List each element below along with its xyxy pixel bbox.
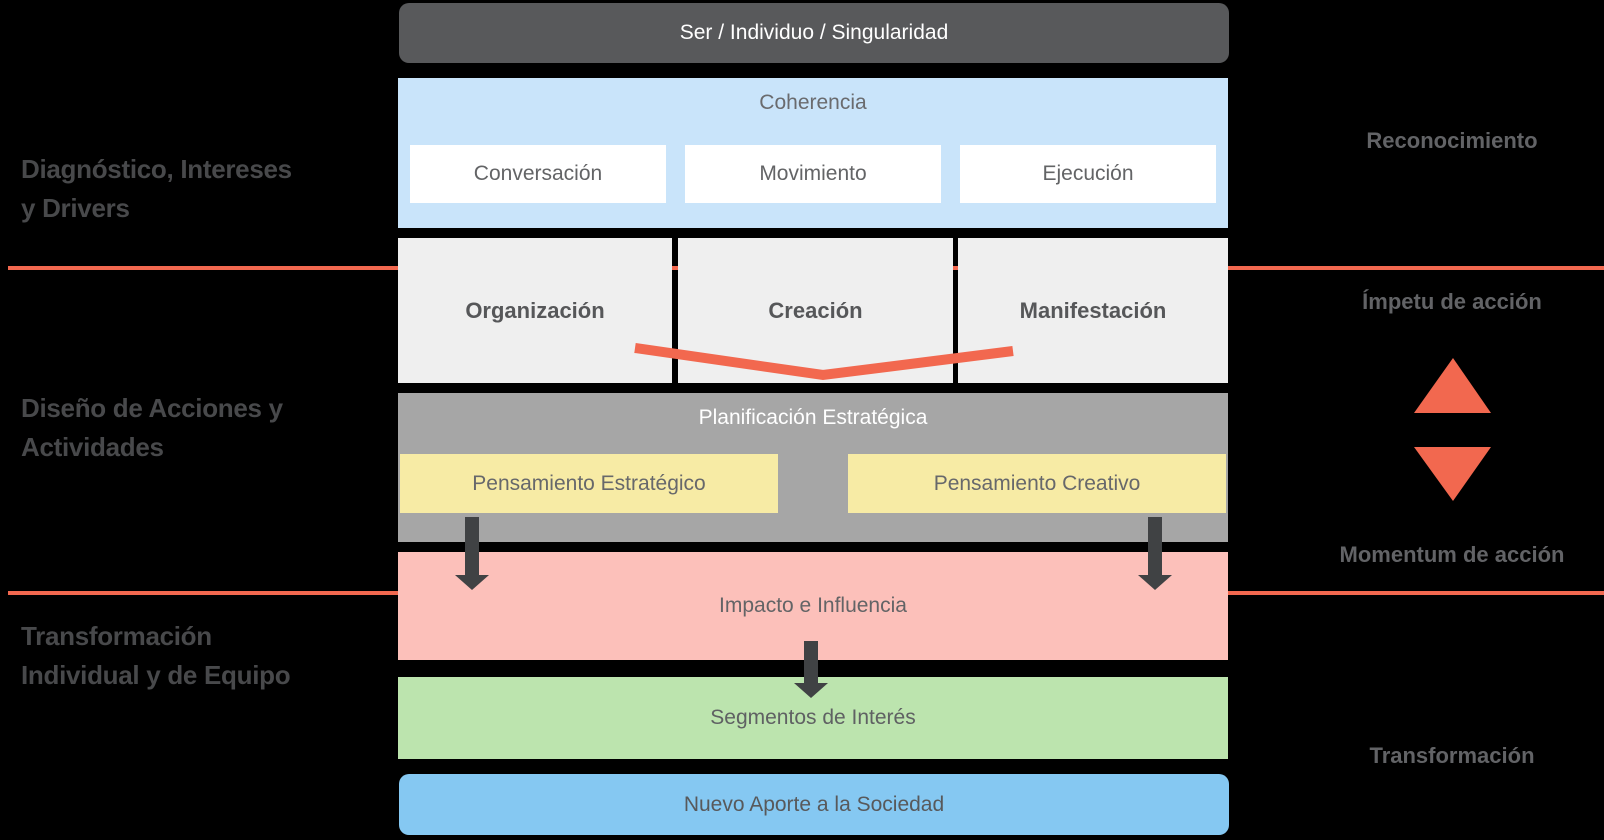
- phase-label-momentum: Momentum de acción: [1339, 542, 1565, 567]
- stage-segmentos-label: Segmentos de Interés: [710, 706, 916, 729]
- section-label-transformacion-equipo: Transformación Individual y de Equipo: [21, 617, 291, 695]
- coherencia-item-conversacion: Conversación: [410, 145, 666, 203]
- up-triangle-icon: [1414, 358, 1491, 413]
- section-label-line: Transformación: [21, 621, 212, 651]
- stage-coherencia-label: Coherencia: [759, 91, 867, 114]
- stage-impacto: Impacto e Influencia: [398, 552, 1228, 660]
- coherencia-item-ejecucion: Ejecución: [960, 145, 1216, 203]
- pillar-creacion: Creación: [678, 238, 953, 383]
- pillar-organizacion: Organización: [398, 238, 672, 383]
- coherencia-item-movimiento: Movimiento: [685, 145, 941, 203]
- pillar-manifestacion: Manifestación: [958, 238, 1228, 383]
- section-label-line: Actividades: [21, 432, 164, 462]
- down-triangle-icon: [1414, 447, 1491, 501]
- stage-ser-individuo: Ser / Individuo / Singularidad: [399, 3, 1229, 63]
- stage-ser-label: Ser / Individuo / Singularidad: [679, 21, 949, 44]
- phase-label-impetu: Ímpetu de acción: [1362, 289, 1542, 314]
- section-label-line: y Drivers: [21, 193, 130, 223]
- planificacion-item-pensamiento-creativo: Pensamiento Creativo: [848, 454, 1226, 513]
- stage-segmentos: Segmentos de Interés: [398, 677, 1228, 759]
- section-label-diagnostico: Diagnóstico, Intereses y Drivers: [21, 150, 292, 228]
- phase-label-transformacion: Transformación: [1369, 743, 1535, 768]
- stage-aporte: Nuevo Aporte a la Sociedad: [399, 774, 1229, 835]
- section-label-line: Diagnóstico, Intereses: [21, 154, 292, 184]
- section-label-line: Diseño de Acciones y: [21, 393, 283, 423]
- planificacion-item-pensamiento-estrategico: Pensamiento Estratégico: [400, 454, 778, 513]
- stage-planificacion-label: Planificación Estratégica: [698, 406, 928, 429]
- section-label-line: Individual y de Equipo: [21, 660, 291, 690]
- stage-aporte-label: Nuevo Aporte a la Sociedad: [683, 792, 945, 816]
- section-label-diseno: Diseño de Acciones y Actividades: [21, 389, 283, 467]
- stage-impacto-label: Impacto e Influencia: [719, 594, 907, 617]
- phase-label-reconocimiento: Reconocimiento: [1366, 128, 1538, 153]
